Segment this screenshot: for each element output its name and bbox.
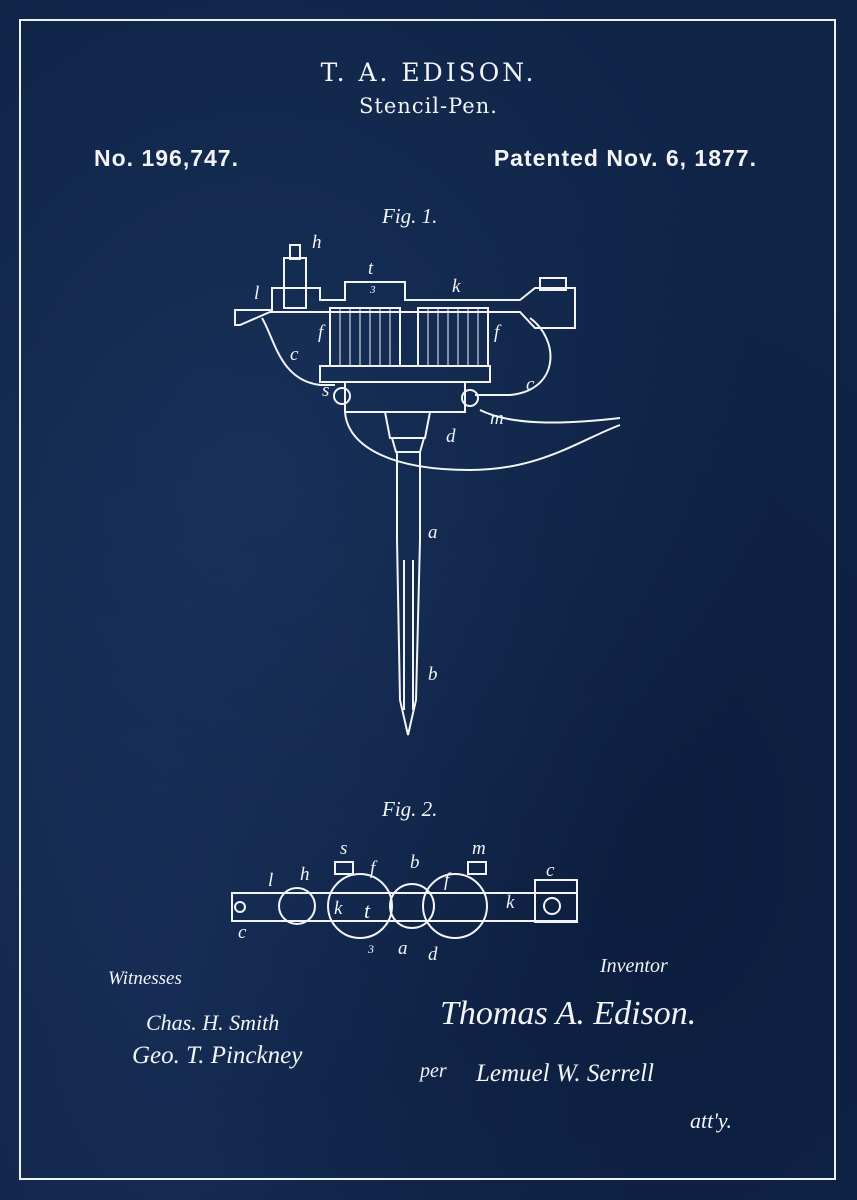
fig1-label-h: h	[312, 232, 322, 253]
fig2-label-m: m	[472, 838, 486, 859]
fig2-label-l: l	[268, 870, 274, 891]
fig2-label-c-right: c	[546, 860, 555, 881]
fig1-label-l: l	[254, 283, 260, 304]
attorney-signature: Lemuel W. Serrell	[476, 1060, 654, 1087]
fig1-label-s: s	[322, 380, 330, 401]
inventor-signature: Thomas A. Edison.	[440, 995, 697, 1032]
attorney-prefix: per	[420, 1060, 447, 1082]
witness-1-signature: Chas. H. Smith	[146, 1010, 280, 1035]
witnesses-label: Witnesses	[108, 968, 182, 989]
fig2-label-f-left: f	[370, 858, 376, 879]
border-frame	[19, 19, 836, 1180]
fig1-label-t: t	[368, 258, 374, 279]
fig2-label-a: a	[398, 938, 408, 959]
fig2-label-k-left: k	[334, 898, 343, 919]
fig2-label-t: t	[364, 898, 371, 923]
fig2-label-s: s	[340, 838, 348, 859]
fig2-label-h: h	[300, 864, 310, 885]
attorney-suffix: att'y.	[690, 1108, 732, 1133]
patent-number: No. 196,747.	[94, 145, 239, 171]
fig1-label-f-left: f	[318, 322, 324, 343]
fig2-label-b: b	[410, 852, 420, 873]
fig1-label-m: m	[490, 408, 504, 429]
fig1-label-b: b	[428, 664, 438, 685]
figure-2-label: Fig. 2.	[382, 797, 438, 821]
fig2-label-f-right: f	[444, 870, 450, 891]
fig1-label-c-left: c	[290, 344, 299, 365]
figure-1-label: Fig. 1.	[382, 204, 438, 228]
fig1-label-a: a	[428, 522, 438, 543]
fig2-label-k-right: k	[506, 892, 515, 913]
fig2-label-c-left: c	[238, 922, 247, 943]
patent-date: Patented Nov. 6, 1877.	[493, 145, 757, 171]
fig1-label-f-right: f	[494, 322, 500, 343]
fig2-label-3: 3	[368, 942, 374, 956]
fig1-label-c-right: c	[526, 374, 535, 395]
fig2-label-d: d	[428, 944, 438, 965]
fig1-label-d: d	[446, 426, 456, 447]
inventor-label: Inventor	[600, 955, 668, 977]
fig1-label-3: 3	[370, 284, 376, 296]
patent-title: T. A. EDISON.	[320, 58, 537, 87]
witness-2-signature: Geo. T. Pinckney	[132, 1042, 303, 1069]
fig1-label-k: k	[452, 276, 461, 297]
patent-subtitle: Stencil-Pen.	[359, 94, 498, 118]
